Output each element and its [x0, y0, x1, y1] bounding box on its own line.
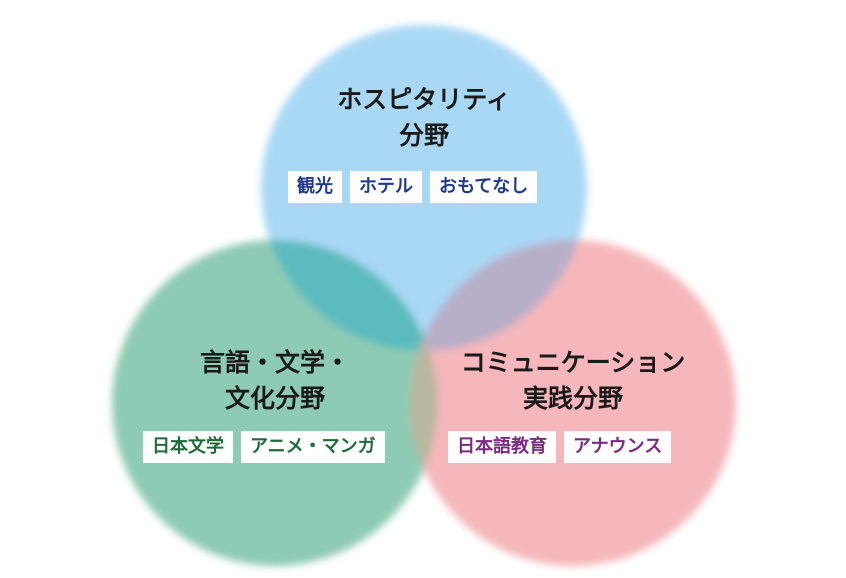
hospitality-title: ホスピタリティ 分野 [324, 82, 524, 154]
communication-title: コミュニケーション 実践分野 [443, 345, 703, 417]
tag-announce: アナウンス [564, 431, 672, 463]
tag-nihongo-kyoiku: 日本語教育 [448, 431, 556, 463]
tag-nihon-bungaku: 日本文学 [143, 431, 233, 463]
hospitality-title-line-1: ホスピタリティ [337, 85, 511, 114]
language-title-line-1: 言語・文学・ [199, 348, 350, 377]
communication-title-line-2: 実践分野 [522, 384, 623, 413]
hospitality-title-line-2: 分野 [398, 121, 449, 150]
language-tags: 日本文学 アニメ・マンガ [143, 431, 385, 463]
communication-title-line-1: コミュニケーション [460, 348, 686, 377]
overlap-hospitality-communication [410, 240, 587, 351]
language-title: 言語・文学・ 文化分野 [175, 345, 375, 417]
tag-hotel: ホテル [350, 171, 422, 203]
hospitality-tags: 観光 ホテル おもてなし [288, 171, 538, 203]
tag-anime-manga: アニメ・マンガ [241, 431, 385, 463]
communication-tags: 日本語教育 アナウンス [448, 431, 672, 463]
tag-omotenashi: おもてなし [430, 171, 538, 203]
overlap-hospitality-language [261, 240, 438, 351]
language-title-line-2: 文化分野 [224, 384, 325, 413]
tag-kanko: 観光 [288, 171, 342, 203]
